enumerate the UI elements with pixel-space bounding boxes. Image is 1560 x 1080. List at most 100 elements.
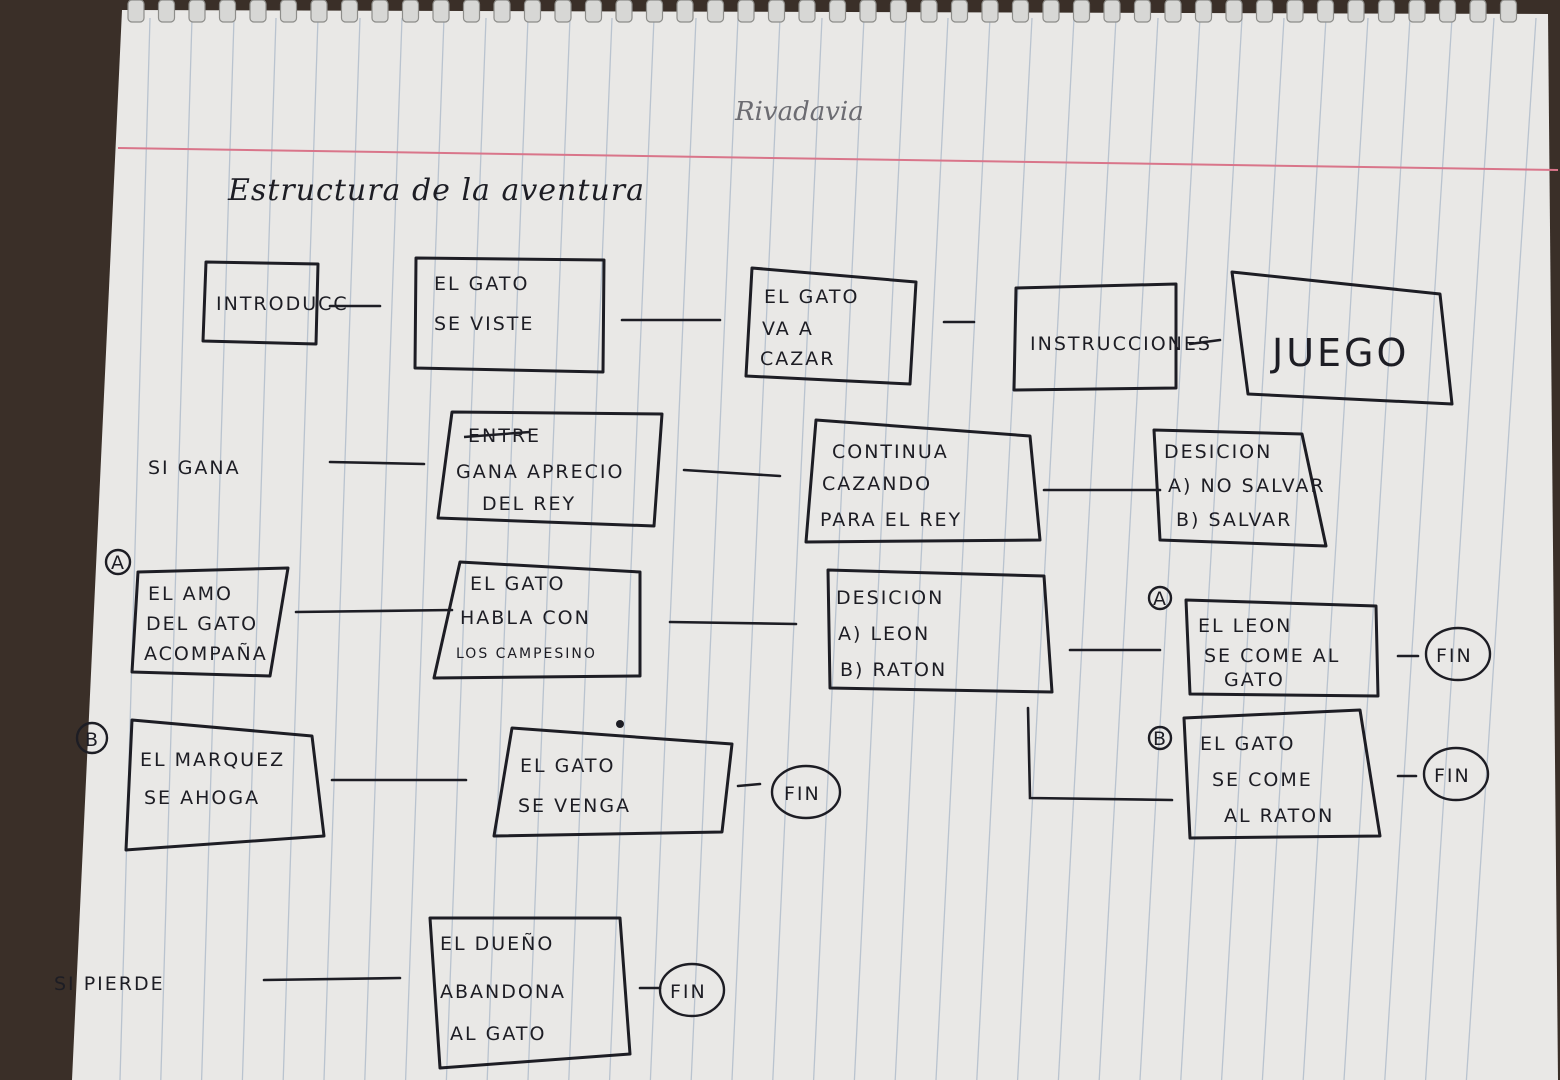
notebook-rule [282,17,319,1080]
row-2: SI GANA ENTRE GANA APRECIO DEL REY CONTI… [148,410,1328,548]
raton-box [1182,708,1382,840]
spiral-ring [889,0,908,23]
spiral-ring [584,0,603,23]
notebook-rule [935,17,991,1080]
raton-line-3: AL RATON [1224,805,1334,827]
amo-box [130,566,290,678]
notebook-rule [690,17,739,1080]
venga-line-2: SE VENGA [518,795,631,817]
amo-line-1: EL AMO [148,583,233,605]
notebook-rule [1343,17,1411,1080]
spiral-ring [828,0,847,23]
margin-line [117,147,1559,171]
spiral-ring [1133,0,1152,23]
spiral-ring [188,0,206,23]
spiral-ring [1255,0,1274,23]
spiral-ring [1347,0,1365,23]
paper-sheet [72,10,1558,1080]
spiral-ring [340,0,359,23]
cazar-label: EL GATO VA A CAZAR [760,286,867,370]
spiral-ring [554,0,572,23]
notebook-rule [404,17,445,1080]
spiral-ring [950,0,969,23]
notebook-rule [1016,17,1075,1080]
decision-box [1152,428,1328,548]
continua-line-3: PARA EL REY [820,509,962,531]
notebook-rule [649,17,697,1080]
continua-box [804,418,1042,544]
marker-leon-circle [1147,585,1173,611]
spiral-ring [615,0,633,23]
decision-line-3: B) SALVAR [1176,509,1292,531]
raton-fin: FIN [1434,765,1471,787]
viste-line-2: SE VISTE [434,313,534,335]
row-3: A EL AMO DEL GATO ACOMPAÑA EL GATO HABLA… [104,548,1492,698]
abandona-line-2: ABANDONA [440,981,566,1003]
aprecio-line-2: DEL REY [482,493,576,515]
spiral-ring [859,0,877,23]
spiral-ring [1072,0,1091,23]
spiral-ring [310,0,328,23]
decision2-line-1: DESICION [836,587,944,609]
fin-circle [1422,746,1490,802]
spiral-ring [1011,0,1030,23]
cazar-line-3: CAZAR [760,348,835,370]
spiral-ring [127,0,145,23]
abandona-line-3: AL GATO [450,1023,546,1045]
notebook-rule [1465,17,1537,1080]
spiral-ring [1377,0,1396,23]
fin-circle [658,962,726,1018]
amo-label: EL AMO DEL GATO ACOMPAÑA [144,583,268,665]
amo-line-3: ACOMPAÑA [144,642,268,665]
connector [668,620,798,626]
instrucciones-label: INSTRUCCIONES [1030,333,1212,355]
notebook-rule [200,17,235,1080]
spiral-ring [401,0,420,23]
marquez-box [124,718,326,852]
branch-connector [1026,706,1174,802]
abandona-line-1: EL DUEÑO [440,932,554,955]
aprecio-line-1: GANA APRECIO [456,461,624,483]
notebook-rule [1057,17,1117,1080]
leon-line-3: GATO [1224,669,1285,691]
notebook-rule [976,17,1033,1080]
spiral-ring [493,0,511,23]
brand-logo: Rivadavia [734,97,864,127]
cazar-line-1: EL GATO [764,286,859,308]
spiral-ring [218,0,237,23]
spiral-ring [737,0,755,23]
spiral-ring [249,0,267,23]
spiral-ring [1408,0,1426,23]
marker-b-circle [75,721,109,755]
pen-dot [616,720,624,728]
notebook-rule [323,17,361,1080]
spiral-ring [157,0,176,23]
cazar-line-2: VA A [762,318,814,340]
spiral-ring [1316,0,1335,23]
spiral-ring [1469,0,1487,23]
notebook-rule [772,17,823,1080]
marker-a: A [111,552,124,574]
notebook-rule [1180,17,1243,1080]
marker-raton-circle [1147,725,1173,751]
marquez-line-2: SE AHOGA [144,787,260,809]
spiral-ring [279,0,298,23]
spiral-ring [523,0,542,23]
connector [736,782,762,788]
viste-line-1: EL GATO [434,273,529,295]
notebook-rule [1261,17,1327,1080]
notebook-rule [527,17,571,1080]
notebook-rule [364,17,403,1080]
fin-circle [770,764,842,820]
spiral-ring [676,0,694,23]
spiral-ring [798,0,816,23]
spiral-ring [1438,0,1457,23]
intro-label: INTRODUCC [216,293,349,315]
leon-box [1184,598,1380,698]
notebook-rule [1098,17,1159,1080]
decision2-label: DESICION A) LEON B) RATON [836,587,952,681]
viste-box [413,256,606,374]
marker-a-circle [104,548,132,576]
spiral-ring [371,0,389,23]
